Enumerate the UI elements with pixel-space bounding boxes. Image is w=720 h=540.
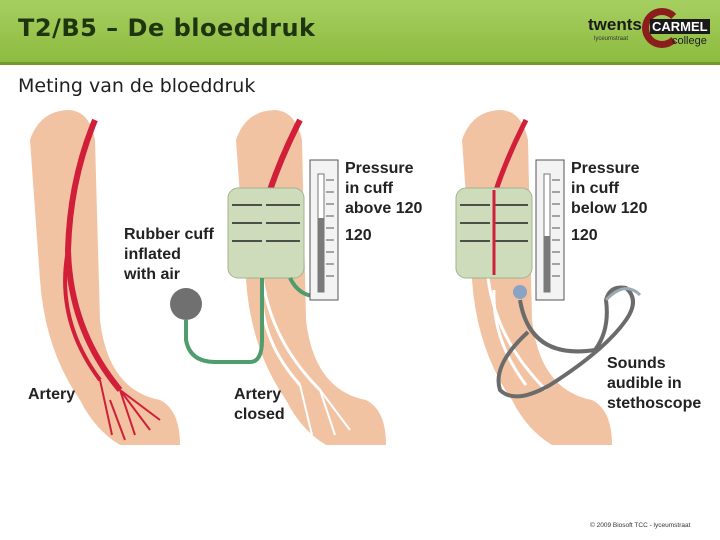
label-pressure-below-2: in cuff bbox=[571, 180, 620, 197]
label-rubber-cuff-3: with air bbox=[123, 266, 180, 283]
label-artery: Artery bbox=[28, 386, 75, 403]
logo-word-twents: twents bbox=[588, 15, 642, 35]
label-gauge-120-right: 120 bbox=[571, 227, 598, 244]
copyright-footer: © 2009 Biosoft TCC - lyceumstraat bbox=[590, 522, 690, 529]
logo-word-carmel: CARMEL bbox=[650, 19, 710, 34]
school-logo: twents lyceumstraat CARMEL college bbox=[586, 8, 714, 54]
blood-pressure-illustration: Rubber cuff inflated with air Artery Art… bbox=[0, 100, 720, 520]
label-pressure-above-1: Pressure bbox=[345, 160, 414, 177]
label-pressure-below-1: Pressure bbox=[571, 160, 640, 177]
logo-word-college: college bbox=[672, 35, 707, 47]
label-sounds-2: audible in bbox=[607, 375, 682, 392]
label-sounds-1: Sounds bbox=[607, 355, 666, 372]
label-artery-closed-1: Artery bbox=[234, 386, 281, 403]
label-rubber-cuff-1: Rubber cuff bbox=[124, 226, 214, 243]
page-title: T2/B5 – De bloeddruk bbox=[18, 14, 316, 42]
label-sounds-3: stethoscope bbox=[607, 395, 701, 412]
label-pressure-above-2: in cuff bbox=[345, 180, 394, 197]
label-artery-closed-2: closed bbox=[234, 406, 285, 423]
label-rubber-cuff-2: inflated bbox=[124, 246, 181, 263]
pressure-gauge-middle bbox=[310, 160, 338, 300]
header-divider bbox=[0, 62, 720, 65]
label-pressure-below-3: below 120 bbox=[571, 200, 648, 217]
pressure-gauge-right bbox=[536, 160, 564, 300]
label-gauge-120-middle: 120 bbox=[345, 227, 372, 244]
logo-tagline: lyceumstraat bbox=[594, 36, 628, 42]
slide-subtitle: Meting van de bloeddruk bbox=[18, 75, 255, 97]
label-pressure-above-3: above 120 bbox=[345, 200, 422, 217]
